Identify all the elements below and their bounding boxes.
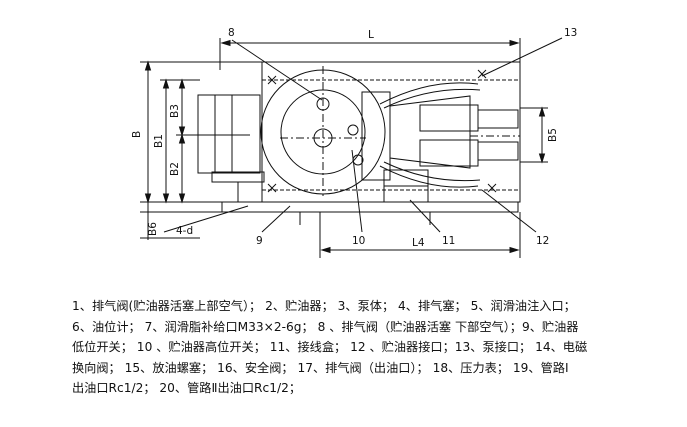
bolt-marks [267, 69, 497, 193]
dim-label-l4: L4 [412, 237, 425, 249]
legend-line: 1、排气阀(贮油器活塞上部空气）； 2、贮油器； 3、泵体； 4、排气塞； 5、… [72, 299, 576, 313]
dim-label-b2: B2 [169, 162, 181, 176]
callout-13: 13 [564, 27, 577, 39]
dim-label-b: B [131, 131, 143, 138]
dim-label-b6: B6 [147, 222, 159, 236]
callout-11: 11 [442, 235, 455, 247]
parts-legend: 1、排气阀(贮油器活塞上部空气）； 2、贮油器； 3、泵体； 4、排气塞； 5、… [72, 296, 672, 399]
dim-label-b5: B5 [547, 128, 559, 142]
leader-4d [163, 205, 249, 233]
callout-12: 12 [536, 235, 549, 247]
dim-label-l: L [368, 29, 374, 41]
pipe-upper [379, 82, 479, 105]
pump-housing-frame [261, 61, 521, 203]
motor-body [197, 94, 261, 174]
l-arrow-left [220, 39, 231, 47]
dim-label-b3: B3 [169, 104, 181, 118]
callout-8: 8 [228, 27, 235, 39]
legend-line: 换向阀； 15、放油螺塞； 16、安全阀； 17、排气阀（出油口）； 18、压力… [72, 360, 569, 375]
leader-11 [409, 199, 441, 233]
callout-9: 9 [256, 235, 263, 247]
legend-line: 出油口Rc1/2； 20、管路Ⅱ出油口Rc1/2； [72, 381, 302, 395]
leader-12 [481, 189, 537, 233]
solenoid-valve-bottom [419, 139, 479, 167]
base-plate [221, 201, 519, 213]
pump-body [361, 91, 391, 181]
solenoid-valve-top [419, 104, 479, 132]
callout-10: 10 [352, 235, 365, 247]
pipe-lower [379, 165, 479, 188]
pump-manifold [389, 95, 471, 169]
leader-8 [231, 39, 323, 101]
pump-technical-drawing: L B B1 B3 B2 B5 B6 L4 4-d 8 9 10 11 12 1… [131, 27, 577, 258]
leader-9 [261, 205, 291, 233]
leader-10 [351, 149, 363, 233]
legend-line: 6、油位计； 7、润滑脂补给口M33×2-6g； 8 、排气阀（贮油器活塞 下部… [72, 319, 579, 334]
dim-label-4d: 4-d [176, 225, 193, 237]
dim-label-b1: B1 [153, 134, 165, 148]
leader-13 [481, 37, 563, 77]
legend-line: 低位开关； 10 、贮油器高位开关； 11、接线盒； 12 、贮油器接口；13、… [72, 340, 588, 354]
l-arrow-right [509, 39, 520, 47]
